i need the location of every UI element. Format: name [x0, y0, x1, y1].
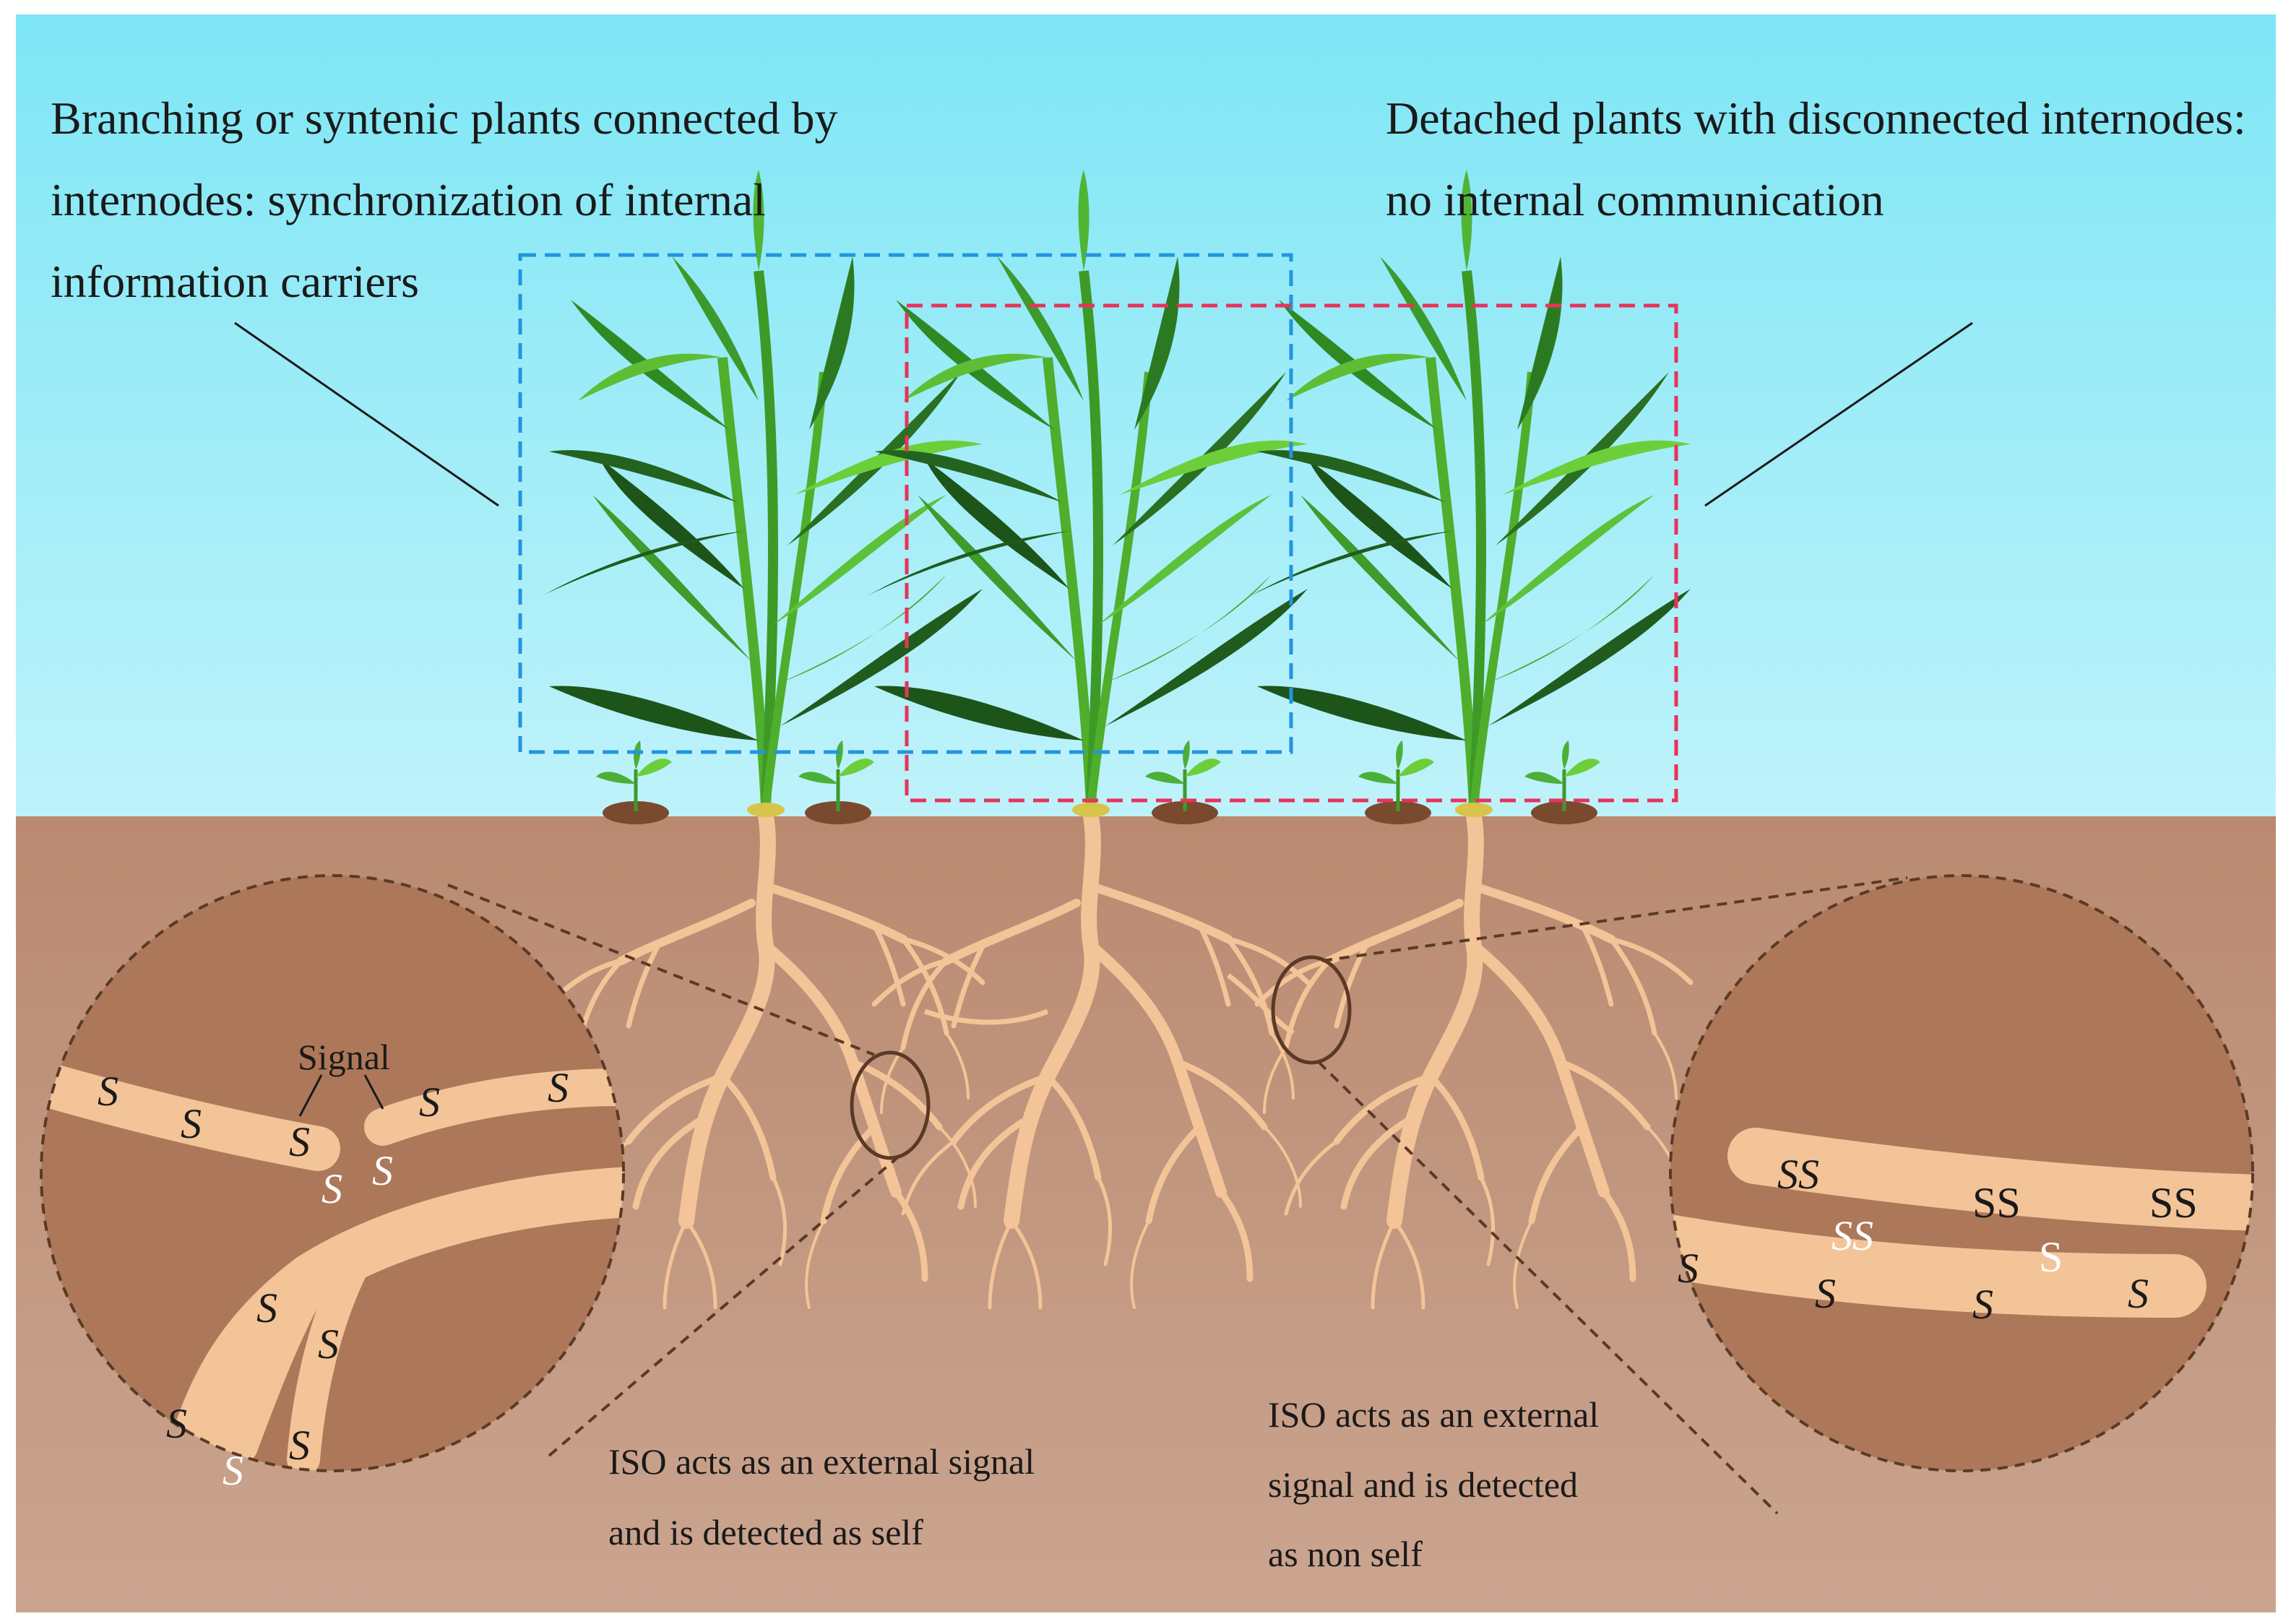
signal-marker: SS [1777, 1151, 1819, 1198]
caption-non-self: ISO acts as an external signal and is de… [1268, 1394, 1599, 1574]
zoom-ring-right [1271, 955, 1352, 1065]
signal-marker: S [318, 1321, 339, 1368]
signal-label: Signal [298, 1037, 390, 1077]
heading-detached-line-1: Detached plants with disconnected intern… [1386, 92, 2246, 144]
blue-dashed-box [518, 253, 1293, 754]
zoom-ring-left [850, 1050, 931, 1160]
signal-marker: S [2128, 1270, 2149, 1317]
signal-marker-white: S [2039, 1233, 2063, 1281]
signal-marker: SS [2149, 1179, 2198, 1227]
caption-non-self-line-1: ISO acts as an external [1268, 1394, 1599, 1435]
caption-self-line-2: and is detected as self [608, 1512, 923, 1552]
signal-marker: S [98, 1068, 118, 1115]
signal-marker: S [289, 1422, 310, 1469]
signal-marker: S [166, 1400, 187, 1447]
signal-marker-white: SS [1831, 1212, 1873, 1259]
signal-marker: S [1678, 1245, 1699, 1292]
signal-marker: S [1972, 1281, 1993, 1328]
heading-connected: Branching or syntenic plants connected b… [51, 92, 837, 307]
caption-non-self-line-2: signal and is detected [1268, 1464, 1578, 1505]
signal-marker: S [548, 1064, 569, 1111]
signal-marker-white: S [223, 1447, 243, 1494]
signal-marker: SS [1972, 1179, 2021, 1227]
lens-right: SS SS SS SS S S S S S [1669, 874, 2254, 1472]
heading-detached: Detached plants with disconnected intern… [1386, 92, 2246, 225]
signal-marker: S [181, 1100, 202, 1147]
red-dashed-box [905, 303, 1678, 803]
heading-connected-line-2: internodes: synchronization of internal [51, 174, 766, 225]
left-lens-markers: S S S S S S S S S S S S [98, 1064, 569, 1494]
caption-self-line-1: ISO acts as an external signal [608, 1441, 1035, 1482]
root-systems [549, 816, 1691, 1308]
signal-marker-white: S [372, 1147, 393, 1194]
zoom-connectors [447, 876, 1908, 1515]
caption-non-self-line-3: as non self [1268, 1534, 1423, 1574]
heading-detached-line-2: no internal communication [1386, 174, 1884, 225]
signal-marker-white: S [322, 1165, 342, 1212]
heading-connected-line-3: information carriers [51, 256, 419, 307]
signal-marker: S [256, 1284, 277, 1331]
signal-marker: S [1815, 1270, 1836, 1317]
signal-marker: S [419, 1079, 440, 1126]
heading-connected-line-1: Branching or syntenic plants connected b… [51, 92, 837, 144]
caption-self: ISO acts as an external signal and is de… [608, 1441, 1035, 1552]
right-lens-markers: SS SS SS SS S S S S S [1678, 1151, 2198, 1328]
signal-marker: S [289, 1118, 310, 1165]
right-leader-line [1704, 321, 1973, 507]
left-leader-line [234, 321, 499, 507]
